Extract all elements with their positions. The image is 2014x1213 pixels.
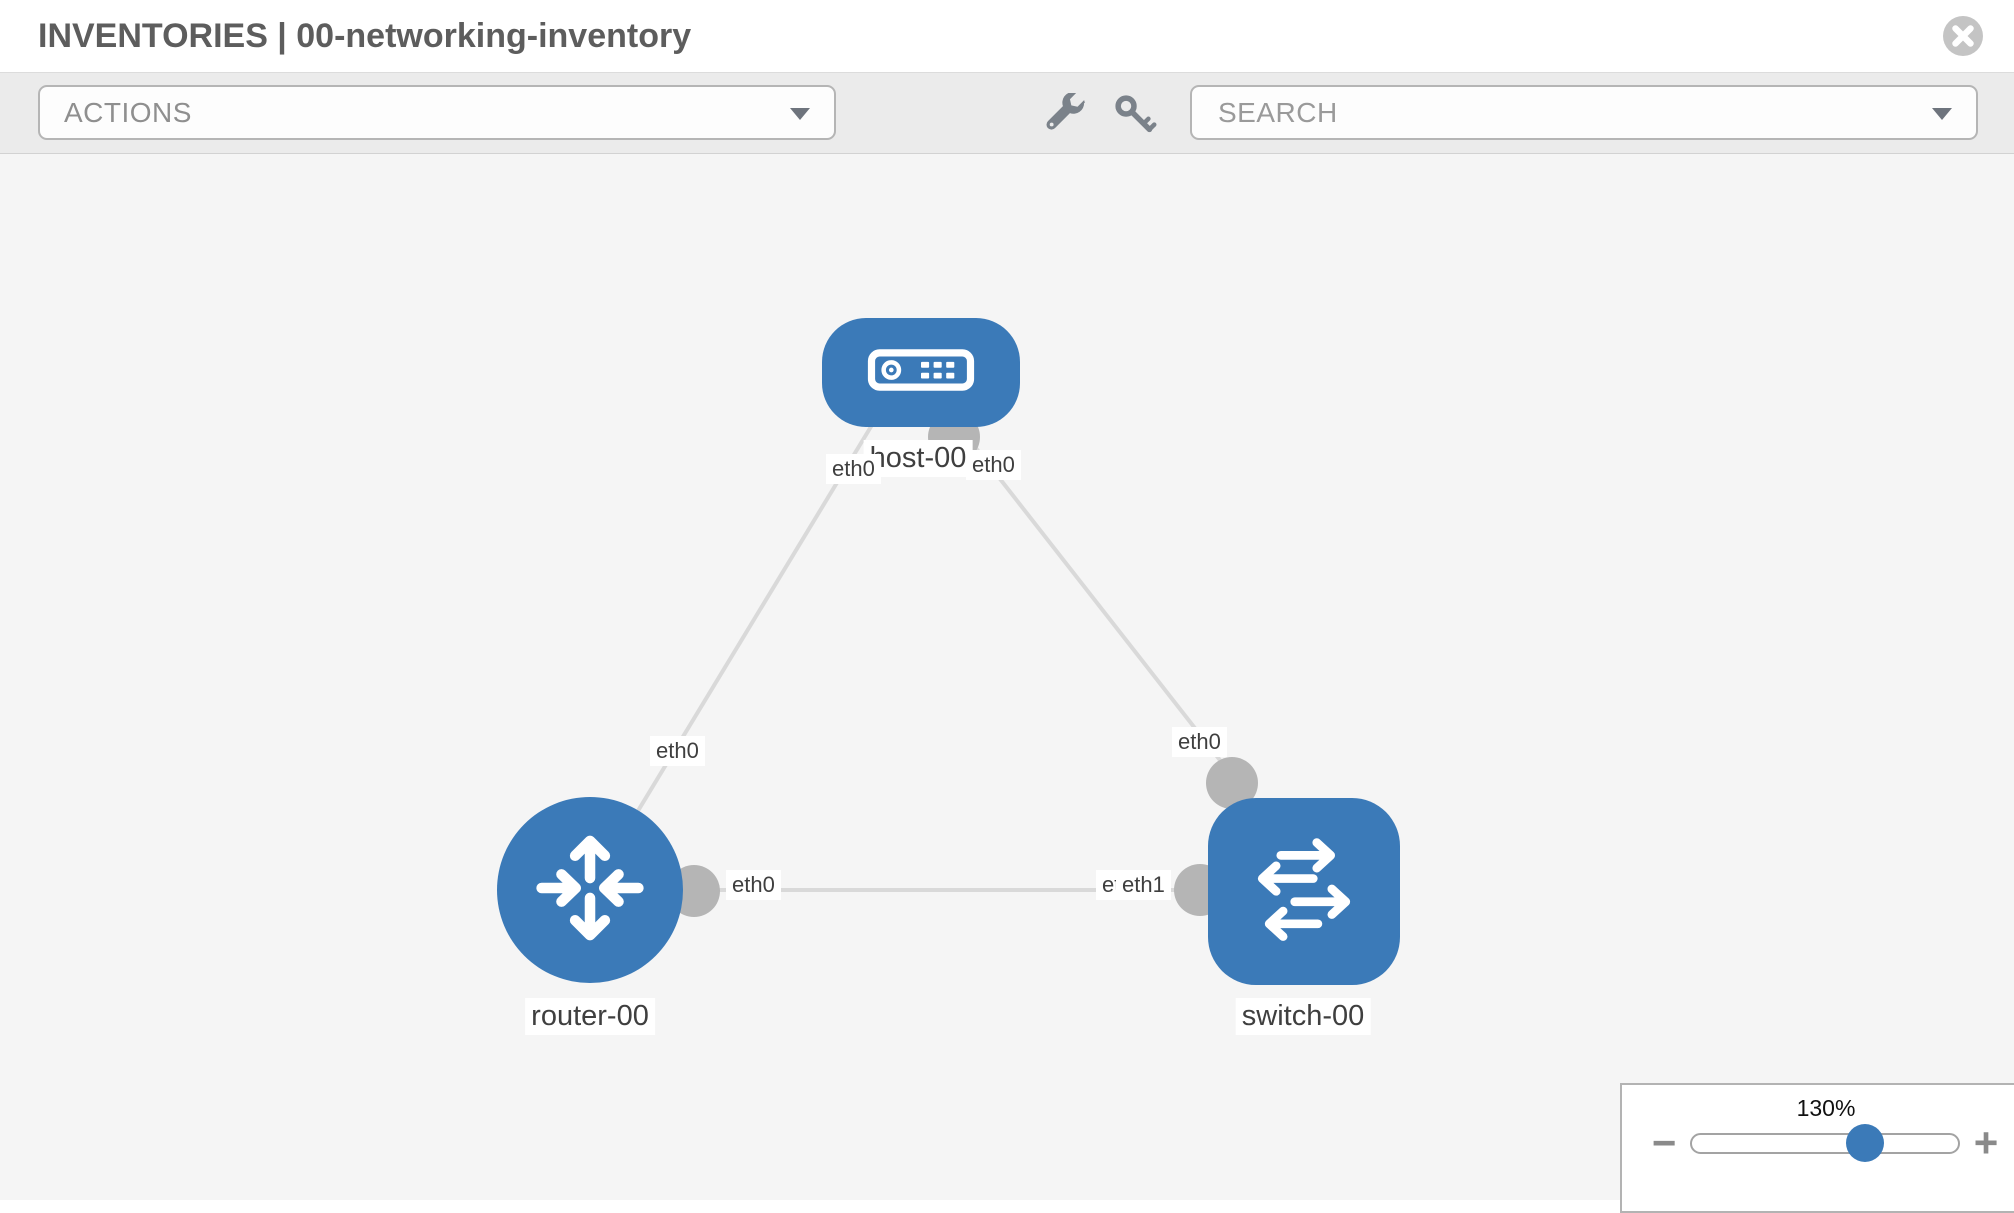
node-label-switch-00: switch-00	[1235, 998, 1371, 1035]
search-input[interactable]	[1216, 87, 1920, 138]
interface-label-host-eth0-left: eth0	[826, 454, 881, 484]
wrench-icon	[1043, 91, 1087, 140]
search-dropdown[interactable]	[1190, 85, 1978, 140]
actions-dropdown-label: ACTIONS	[64, 96, 192, 128]
close-button[interactable]	[1942, 15, 1984, 57]
zoom-level-value: 130%	[1796, 1095, 1856, 1121]
switch-arrows-icon	[1246, 831, 1362, 952]
zoom-out-button[interactable]: −	[1651, 1119, 1677, 1166]
router-arrows-icon	[528, 826, 652, 955]
server-icon	[867, 348, 975, 397]
node-router-00[interactable]	[497, 797, 683, 983]
key-icon	[1113, 95, 1157, 140]
topology-canvas[interactable]: host-00 router-00 switch-00 eth0 eth0 et…	[0, 154, 2014, 1200]
node-label-router-00: router-00	[525, 998, 655, 1035]
configure-button[interactable]	[1042, 91, 1088, 140]
node-switch-00[interactable]	[1208, 798, 1400, 985]
interface-label-router-eth0-top: eth0	[650, 736, 705, 766]
credentials-button[interactable]	[1112, 93, 1158, 139]
zoom-slider-track[interactable]	[1690, 1133, 1960, 1154]
topology-links-layer	[588, 411, 1304, 917]
circle-x-icon	[1942, 16, 1984, 60]
zoom-slider-thumb[interactable]	[1846, 1124, 1884, 1162]
chevron-down-icon	[1932, 107, 1952, 120]
zoom-control-panel: 130% − +	[1620, 1083, 2014, 1213]
actions-dropdown[interactable]: ACTIONS	[38, 85, 836, 140]
interface-label-switch-eth1: eth1	[1116, 870, 1171, 900]
zoom-in-button[interactable]: +	[1973, 1119, 1999, 1166]
interface-label-switch-eth0-top: eth0	[1172, 727, 1227, 757]
chevron-down-icon	[790, 107, 810, 120]
interface-label-router-eth0-right: eth0	[726, 870, 781, 900]
page-header: INVENTORIES | 00-networking-inventory	[0, 0, 2014, 73]
interface-label-host-eth0-right: eth0	[966, 450, 1021, 480]
page-title: INVENTORIES | 00-networking-inventory	[38, 17, 692, 55]
toolbar: ACTIONS	[0, 73, 2014, 154]
node-host-00[interactable]	[822, 318, 1020, 427]
